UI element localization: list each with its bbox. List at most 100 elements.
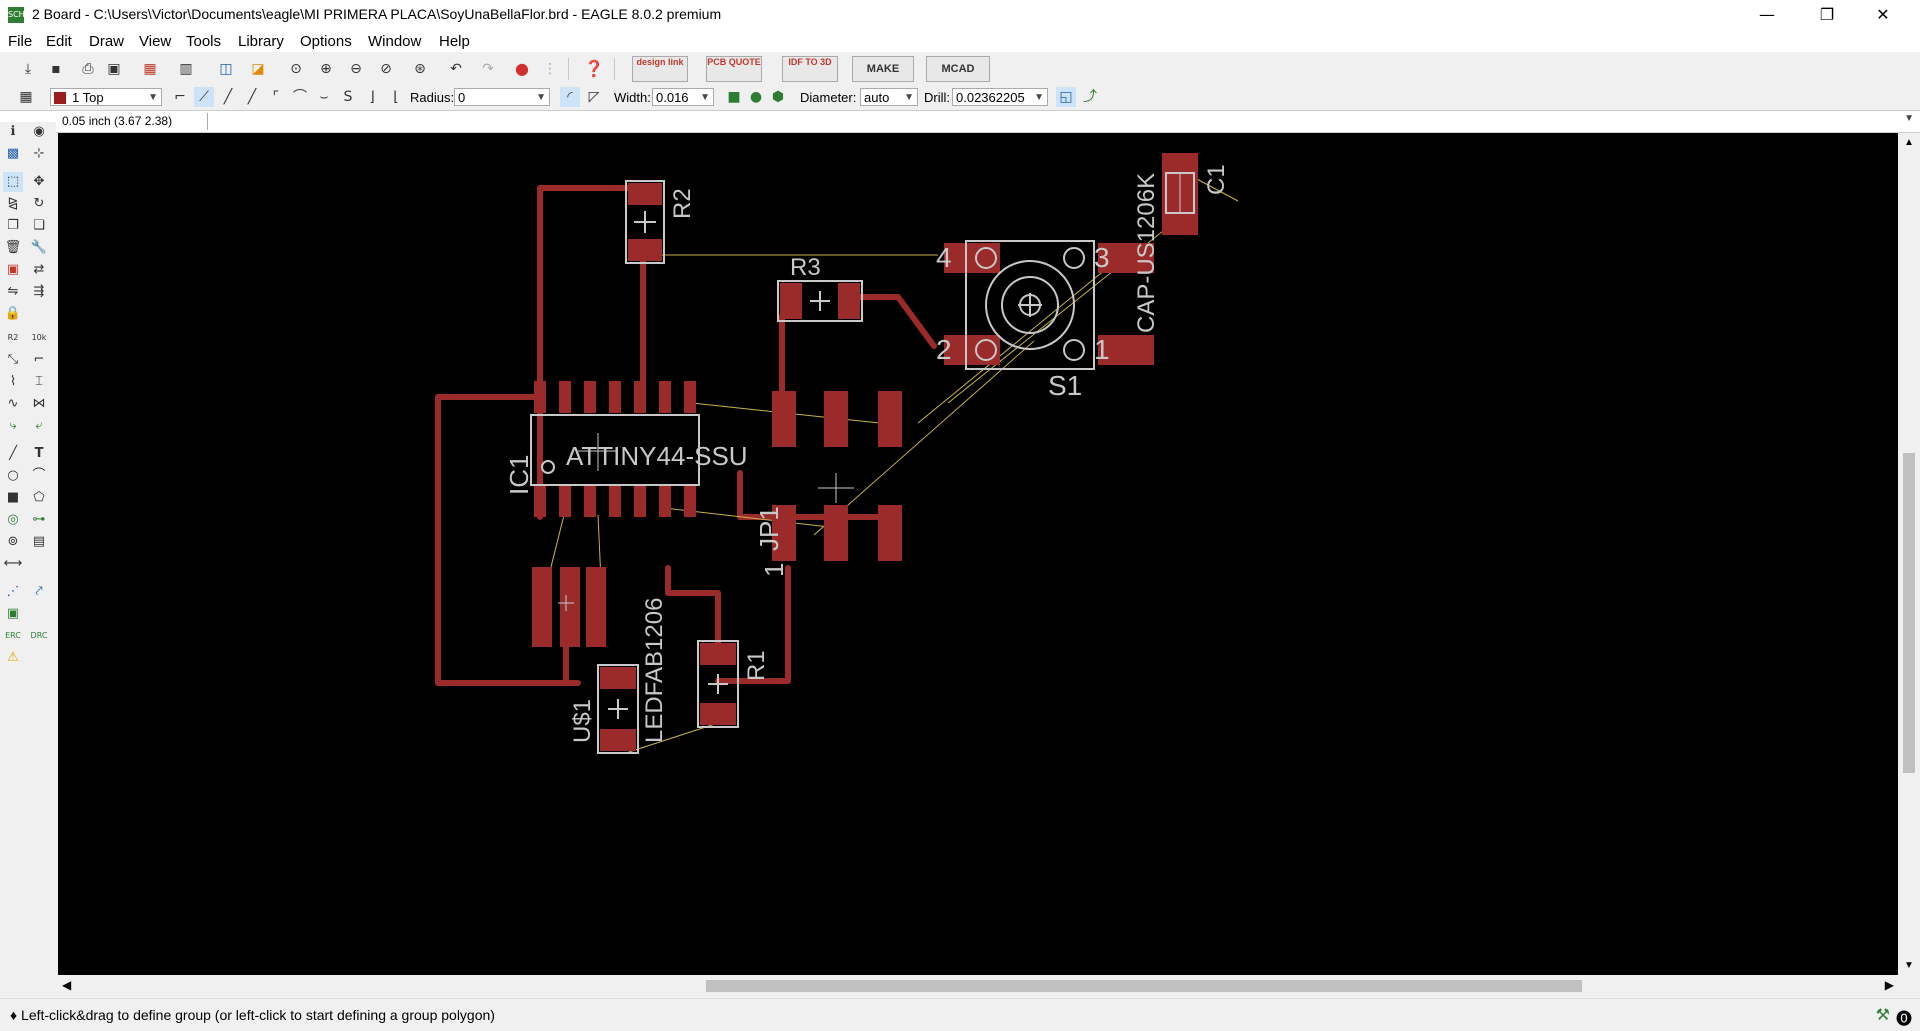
route-icon[interactable]: ⤷ — [9, 418, 17, 433]
zoom-select-icon[interactable]: ⊛ — [414, 61, 426, 77]
via-stack-icon[interactable]: ◱ — [1056, 87, 1076, 107]
stop-icon[interactable]: ⓿ — [1895, 1011, 1912, 1028]
drill-input[interactable]: 0.02362205 ▼ — [952, 88, 1048, 106]
ripup-icon[interactable]: ⤶ — [35, 418, 43, 433]
rotate-icon[interactable]: ↻ — [33, 196, 45, 211]
replace-icon[interactable]: ⇄ — [33, 262, 45, 277]
schematic-icon[interactable]: ▦ — [143, 61, 157, 77]
show-icon[interactable]: ◉ — [33, 124, 45, 139]
via-round-icon[interactable]: ● — [749, 89, 763, 105]
maximize-button[interactable]: ❐ — [1819, 5, 1835, 24]
bend-style-9-icon[interactable]: ⌊ — [393, 89, 399, 105]
name-icon[interactable]: R2 — [7, 333, 19, 342]
command-input[interactable] — [214, 113, 1908, 132]
autorouter-icon[interactable]: ⋰ — [6, 584, 20, 599]
bend-style-3-icon[interactable]: ╱ — [247, 89, 257, 105]
menu-view[interactable]: View — [139, 33, 172, 50]
menu-library[interactable]: Library — [238, 33, 284, 50]
circle-icon[interactable]: ○ — [7, 468, 19, 483]
bend-style-4-icon[interactable]: ⌜ — [272, 89, 280, 105]
stop-icon[interactable]: ● — [515, 59, 529, 78]
radius-input[interactable]: 0 ▼ — [454, 88, 550, 106]
bend-style-2-icon[interactable]: ╱ — [223, 89, 233, 105]
pcb-quote-button[interactable]: PCB QUOTE — [706, 56, 762, 82]
cam-icon[interactable]: ▣ — [107, 61, 121, 77]
script-icon[interactable]: ◫ — [219, 61, 233, 77]
via-octagon-icon[interactable]: ⬢ — [771, 89, 785, 105]
print-icon[interactable]: ⎙ — [82, 61, 94, 77]
grid-icon[interactable]: ▦ — [19, 89, 33, 105]
group-icon[interactable]: ⬚ — [3, 172, 23, 192]
route-icon[interactable]: ⤴ — [1083, 89, 1097, 105]
make-button[interactable]: MAKE — [852, 56, 914, 82]
delete-icon[interactable]: 🗑 — [4, 240, 22, 255]
info-icon[interactable]: ℹ — [10, 124, 16, 139]
meander-icon[interactable]: ∿ — [7, 396, 19, 411]
ulp-icon[interactable]: ◪ — [251, 61, 265, 77]
zoom-in-icon[interactable]: ⊕ — [320, 61, 332, 77]
scroll-up-icon[interactable]: ▲ — [1904, 137, 1914, 148]
move-icon[interactable]: ✥ — [33, 174, 45, 189]
bend-style-5-icon[interactable]: ⌒ — [293, 89, 307, 105]
mcad-button[interactable]: MCAD — [926, 56, 990, 82]
via-icon[interactable]: ◎ — [7, 512, 19, 527]
smash-icon[interactable]: ⤡ — [7, 352, 19, 367]
vertical-scroll-thumb[interactable] — [1903, 453, 1915, 773]
add-icon[interactable]: ▣ — [6, 262, 20, 277]
swap-icon[interactable]: ⇋ — [7, 284, 19, 299]
polygon-icon[interactable]: ⬠ — [33, 490, 45, 505]
open-icon[interactable]: ⤓ — [24, 61, 32, 77]
menu-file[interactable]: File — [8, 33, 33, 50]
arc-icon[interactable]: ⌒ — [32, 468, 46, 483]
optimize-icon[interactable]: ⇶ — [33, 284, 45, 299]
attribute-icon[interactable]: ▤ — [32, 534, 46, 549]
miter-icon[interactable]: ⌐ — [33, 352, 45, 367]
scroll-right-icon[interactable]: ▶ — [1884, 978, 1894, 992]
diameter-input[interactable]: auto ▼ — [860, 88, 918, 106]
value-icon[interactable]: 10k — [31, 333, 47, 342]
copy-icon[interactable]: ❐ — [7, 218, 19, 233]
display-icon[interactable]: ▩ — [6, 146, 20, 161]
minimize-button[interactable]: — — [1759, 5, 1775, 24]
zoom-redraw-icon[interactable]: ⊘ — [380, 61, 392, 77]
drc-board-icon[interactable]: ▣ — [6, 606, 20, 621]
menu-tools[interactable]: Tools — [186, 33, 222, 50]
bend-style-8-icon[interactable]: ⌋ — [369, 89, 375, 105]
bend-style-1-icon[interactable]: ⟋ — [194, 87, 214, 107]
via-square-icon[interactable]: ■ — [727, 89, 741, 105]
menu-window[interactable]: Window — [368, 33, 422, 50]
rect-icon[interactable]: ■ — [6, 490, 20, 505]
join-icon[interactable]: ⌶ — [35, 374, 43, 389]
idf-to-3d-button[interactable]: IDF TO 3D — [782, 56, 838, 82]
paste-icon[interactable]: ❏ — [33, 218, 45, 233]
zoom-out-icon[interactable]: ⊖ — [350, 61, 362, 77]
scroll-left-icon[interactable]: ◀ — [62, 978, 72, 992]
design-link-button[interactable]: design link — [632, 56, 688, 82]
route-manual-icon[interactable]: ⤤ — [35, 584, 43, 599]
width-input[interactable]: 0.016 ▼ — [652, 88, 714, 106]
menu-help[interactable]: Help — [439, 33, 470, 50]
split-icon[interactable]: ⌇ — [9, 374, 17, 389]
change-icon[interactable]: 🔧 — [30, 240, 48, 255]
horizontal-scroll-thumb[interactable] — [706, 980, 1582, 992]
vertical-scrollbar[interactable]: ▲ ▼ — [1898, 133, 1920, 975]
board-drawing[interactable]: ATTINY44-SSU IC1 R2 R3 JP1 — [58, 133, 1898, 975]
help-icon[interactable]: ❓ — [584, 59, 604, 78]
menu-options[interactable]: Options — [300, 33, 352, 50]
erc-icon[interactable]: ERC — [5, 631, 21, 640]
board-canvas[interactable]: ATTINY44-SSU IC1 R2 R3 JP1 — [58, 133, 1898, 975]
chevron-down-icon[interactable]: ▼ — [1904, 113, 1914, 124]
menu-edit[interactable]: Edit — [46, 33, 72, 50]
warning-icon[interactable]: ⚠ — [7, 650, 19, 665]
text-icon[interactable]: T — [34, 446, 44, 461]
wire-icon[interactable]: ╱ — [9, 446, 17, 461]
undo-icon[interactable]: ↶ — [450, 61, 462, 77]
go-icon[interactable]: ⋮ — [543, 61, 557, 77]
library-icon[interactable]: ▥ — [179, 61, 193, 77]
bend-style-0-icon[interactable]: ⌐ — [174, 89, 186, 105]
miter-round-icon[interactable]: ◜ — [560, 87, 580, 107]
dimension-icon[interactable]: ⟷ — [3, 556, 23, 571]
close-button[interactable]: ✕ — [1876, 5, 1890, 24]
mirror-icon[interactable]: ⧎ — [7, 196, 19, 211]
miter-straight-icon[interactable]: ◸ — [588, 89, 600, 105]
